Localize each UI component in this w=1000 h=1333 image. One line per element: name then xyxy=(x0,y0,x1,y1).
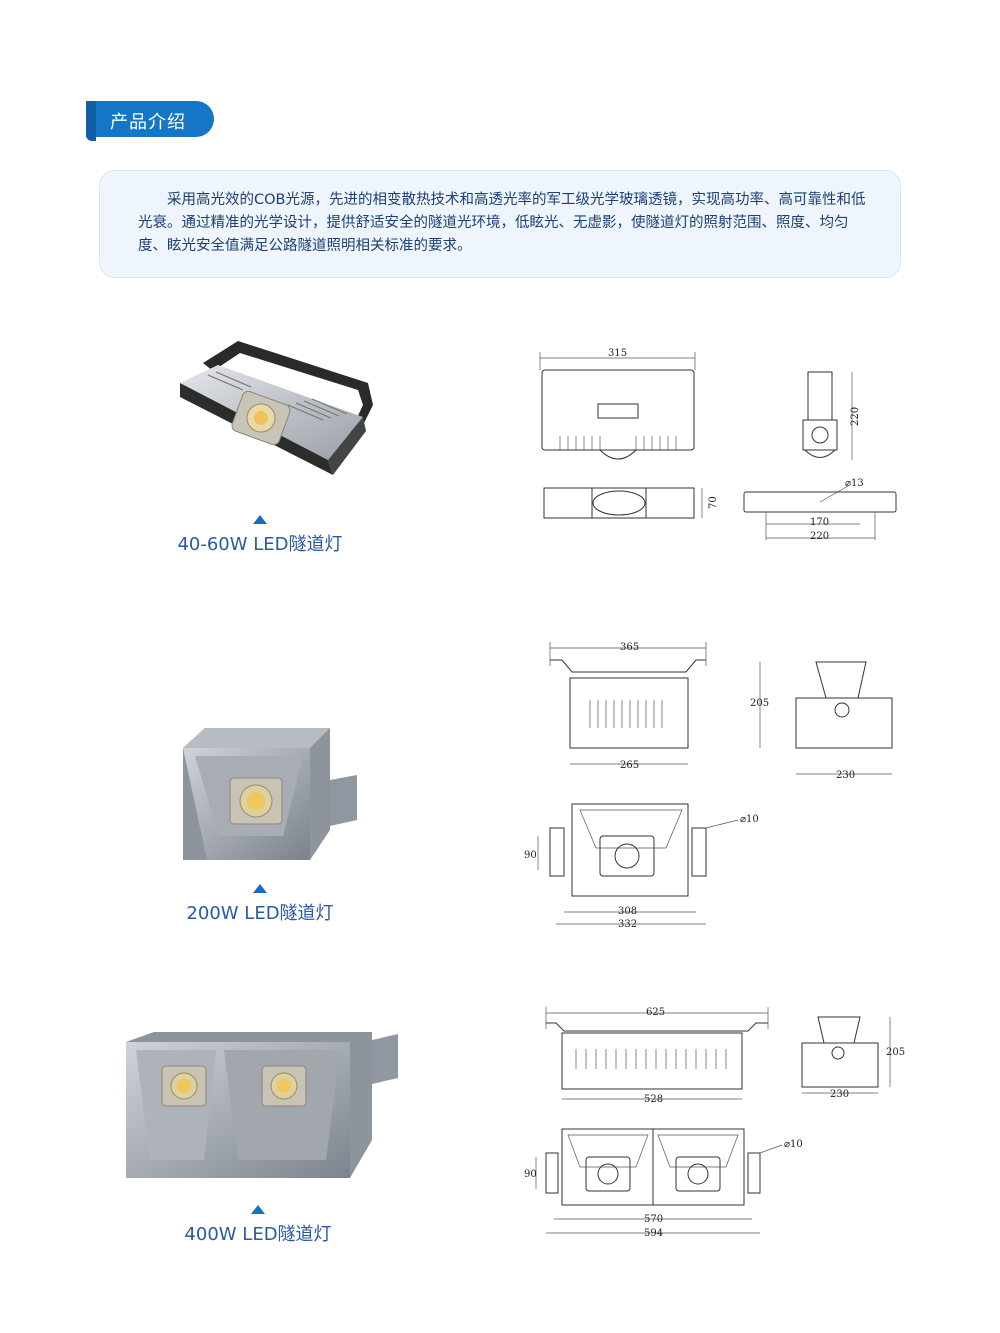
svg-text:90: 90 xyxy=(524,1169,537,1180)
svg-text:315: 315 xyxy=(608,348,627,359)
svg-text:230: 230 xyxy=(830,1089,849,1100)
svg-text:170: 170 xyxy=(810,517,829,528)
svg-text:70: 70 xyxy=(708,496,719,509)
caption-arrow-icon xyxy=(251,1205,265,1214)
svg-text:220: 220 xyxy=(810,531,829,542)
svg-text:625: 625 xyxy=(646,1007,665,1018)
product-photo-400w xyxy=(126,1032,398,1178)
product-caption-2: 200W LED隧道灯 xyxy=(160,884,360,925)
svg-text:230: 230 xyxy=(836,770,855,781)
section-tab: 产品介绍 xyxy=(86,101,214,141)
svg-text:⌀10: ⌀10 xyxy=(740,814,759,825)
intro-text: 采用高光效的COB光源，先进的相变散热技术和高透光率的军工级光学玻璃透镜，实现高… xyxy=(138,192,866,254)
section-title: 产品介绍 xyxy=(110,112,186,133)
dimension-drawing-400w: 625 528 205 230 90 ⌀10 570 594 xyxy=(524,1007,905,1239)
svg-text:594: 594 xyxy=(644,1228,663,1239)
product-photo-40-60w xyxy=(180,341,373,475)
svg-text:220: 220 xyxy=(850,407,861,426)
svg-text:⌀13: ⌀13 xyxy=(845,478,864,489)
svg-text:205: 205 xyxy=(750,698,769,709)
product-caption-3: 400W LED隧道灯 xyxy=(158,1205,358,1246)
svg-text:365: 365 xyxy=(620,642,639,653)
svg-text:205: 205 xyxy=(886,1047,905,1058)
svg-text:90: 90 xyxy=(524,850,537,861)
svg-text:⌀10: ⌀10 xyxy=(784,1139,803,1150)
intro-box: 采用高光效的COB光源，先进的相变散热技术和高透光率的军工级光学玻璃透镜，实现高… xyxy=(99,170,901,278)
svg-text:308: 308 xyxy=(618,906,637,917)
caption-arrow-icon xyxy=(253,515,267,524)
svg-text:332: 332 xyxy=(618,919,637,930)
svg-text:265: 265 xyxy=(620,760,639,771)
dimension-drawing-200w: 365 265 205 230 90 ⌀10 308 332 xyxy=(524,642,893,930)
product-photo-200w xyxy=(183,728,357,860)
product-caption-1: 40-60W LED隧道灯 xyxy=(160,515,360,556)
caption-arrow-icon xyxy=(253,884,267,893)
svg-text:570: 570 xyxy=(644,1214,663,1225)
svg-text:528: 528 xyxy=(644,1094,663,1105)
dimension-drawing-40-60w: 315 70 220 170 220 ⌀13 xyxy=(539,348,897,542)
